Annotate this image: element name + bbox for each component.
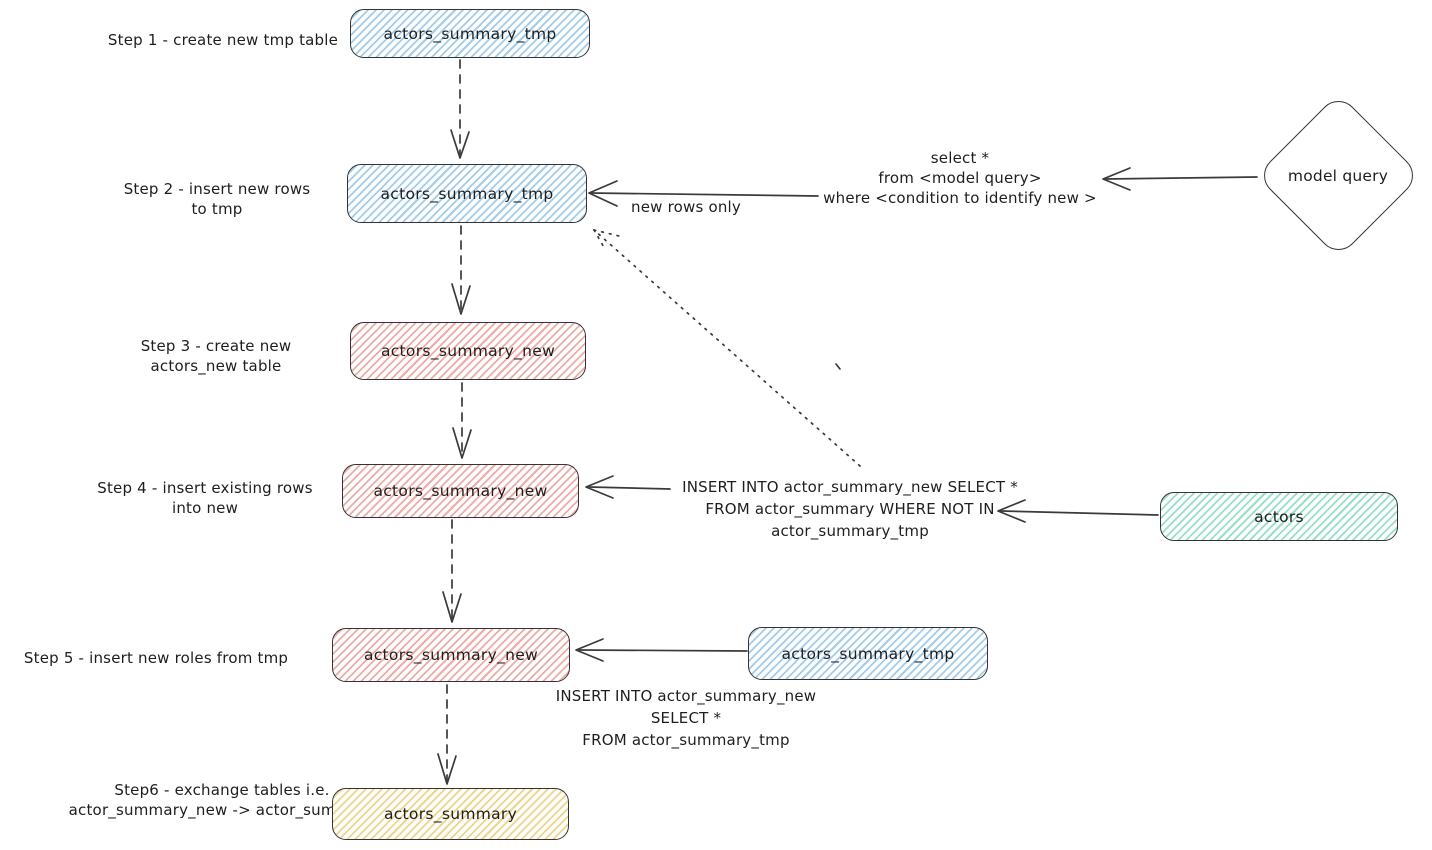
node-step2-text: actors_summary_tmp [380,184,554,203]
step5-sql-line2: SELECT * [650,709,722,727]
step5-label: Step 5 - insert new roles from tmp [23,649,289,667]
arrow-modelquery-to-sql [1102,167,1258,191]
node-step3-text: actors_summary_new [380,342,556,360]
step4-label-line1: Step 4 - insert existing rows [97,479,313,497]
node-actors[interactable]: actors [1160,492,1398,541]
arrow-step3-to-step4 [452,382,472,459]
arrow-tmp-to-step5-node [575,638,748,662]
step4-sql-line1: INSERT INTO actor_summary_new SELECT * [682,478,1018,496]
model-query-sql-line3: where <condition to identify new > [823,189,1097,207]
arrow-step1-to-step2 [450,59,470,159]
step1-label: Step 1 - create new tmp table [107,31,339,49]
step5-sql-line3: FROM actor_summary_tmp [582,731,790,749]
step2-label: Step 2 - insert new rows to tmp [124,179,311,219]
node-step4-actors-summary-new[interactable]: actors_summary_new [342,464,579,518]
step5-sql-text: INSERT INTO actor_summary_new SELECT * F… [556,685,817,751]
arrow-actors-to-sql [997,499,1159,523]
step3-label: Step 3 - create new actors_new table [141,336,292,376]
node-step5-text: actors_summary_new [363,646,539,664]
node-actors-text: actors [1254,507,1304,526]
step4-label-line2: into new [171,499,239,517]
node-step5-actors-summary-new[interactable]: actors_summary_new [332,628,570,682]
new-rows-only-label: new rows only [631,198,741,216]
arrow-step2-to-step3 [451,225,471,315]
step3-label-line1: Step 3 - create new [140,337,292,355]
arrow-step5-to-step6 [437,684,457,785]
dotted-link-step4sql-to-step2-node [593,229,861,467]
node-step2-actors-summary-tmp[interactable]: actors_summary_tmp [347,164,587,223]
step6-label-line1: Step6 - exchange tables i.e. [114,781,330,799]
step4-label: Step 4 - insert existing rows into new [97,478,313,518]
model-query-sql-line1: select * [930,149,990,167]
model-query-sql-line2: from <model query> [878,169,1042,187]
node-step6-text: actors_summary [383,805,518,823]
arrow-step4-to-step5 [442,519,462,623]
step4-sql-text: INSERT INTO actor_summary_new SELECT * F… [682,476,1018,542]
stray-mark [835,363,841,370]
step6-label-line2: actor_summary_new -> actor_summary [68,801,376,819]
step6-label: Step6 - exchange tables i.e. actor_summa… [69,780,376,820]
step3-label-line2: actors_new table [150,357,282,375]
step5-sql-line1: INSERT INTO actor_summary_new [555,687,817,705]
arrow-newrows-to-step2-node [588,180,819,207]
node-step5-source-text: actors_summary_tmp [781,644,955,663]
step4-sql-line2: FROM actor_summary WHERE NOT IN [705,500,995,518]
step2-label-line2: to tmp [191,200,243,218]
node-step6-actors-summary[interactable]: actors_summary [332,788,569,840]
step4-sql-line3: actor_summary_tmp [771,522,929,540]
node-step3-actors-summary-new[interactable]: actors_summary_new [350,322,586,380]
model-query-sql-text: select * from <model query> where <condi… [823,148,1097,208]
node-step1-actors-summary-tmp[interactable]: actors_summary_tmp [350,9,590,58]
arrow-sql-to-step4-node [585,475,671,499]
node-step1-text: actors_summary_tmp [383,24,557,43]
node-step4-text: actors_summary_new [373,482,548,500]
model-query-label: model query [1287,167,1389,185]
step2-label-line1: Step 2 - insert new rows [123,180,311,198]
node-step5-source-actors-summary-tmp[interactable]: actors_summary_tmp [748,627,988,680]
